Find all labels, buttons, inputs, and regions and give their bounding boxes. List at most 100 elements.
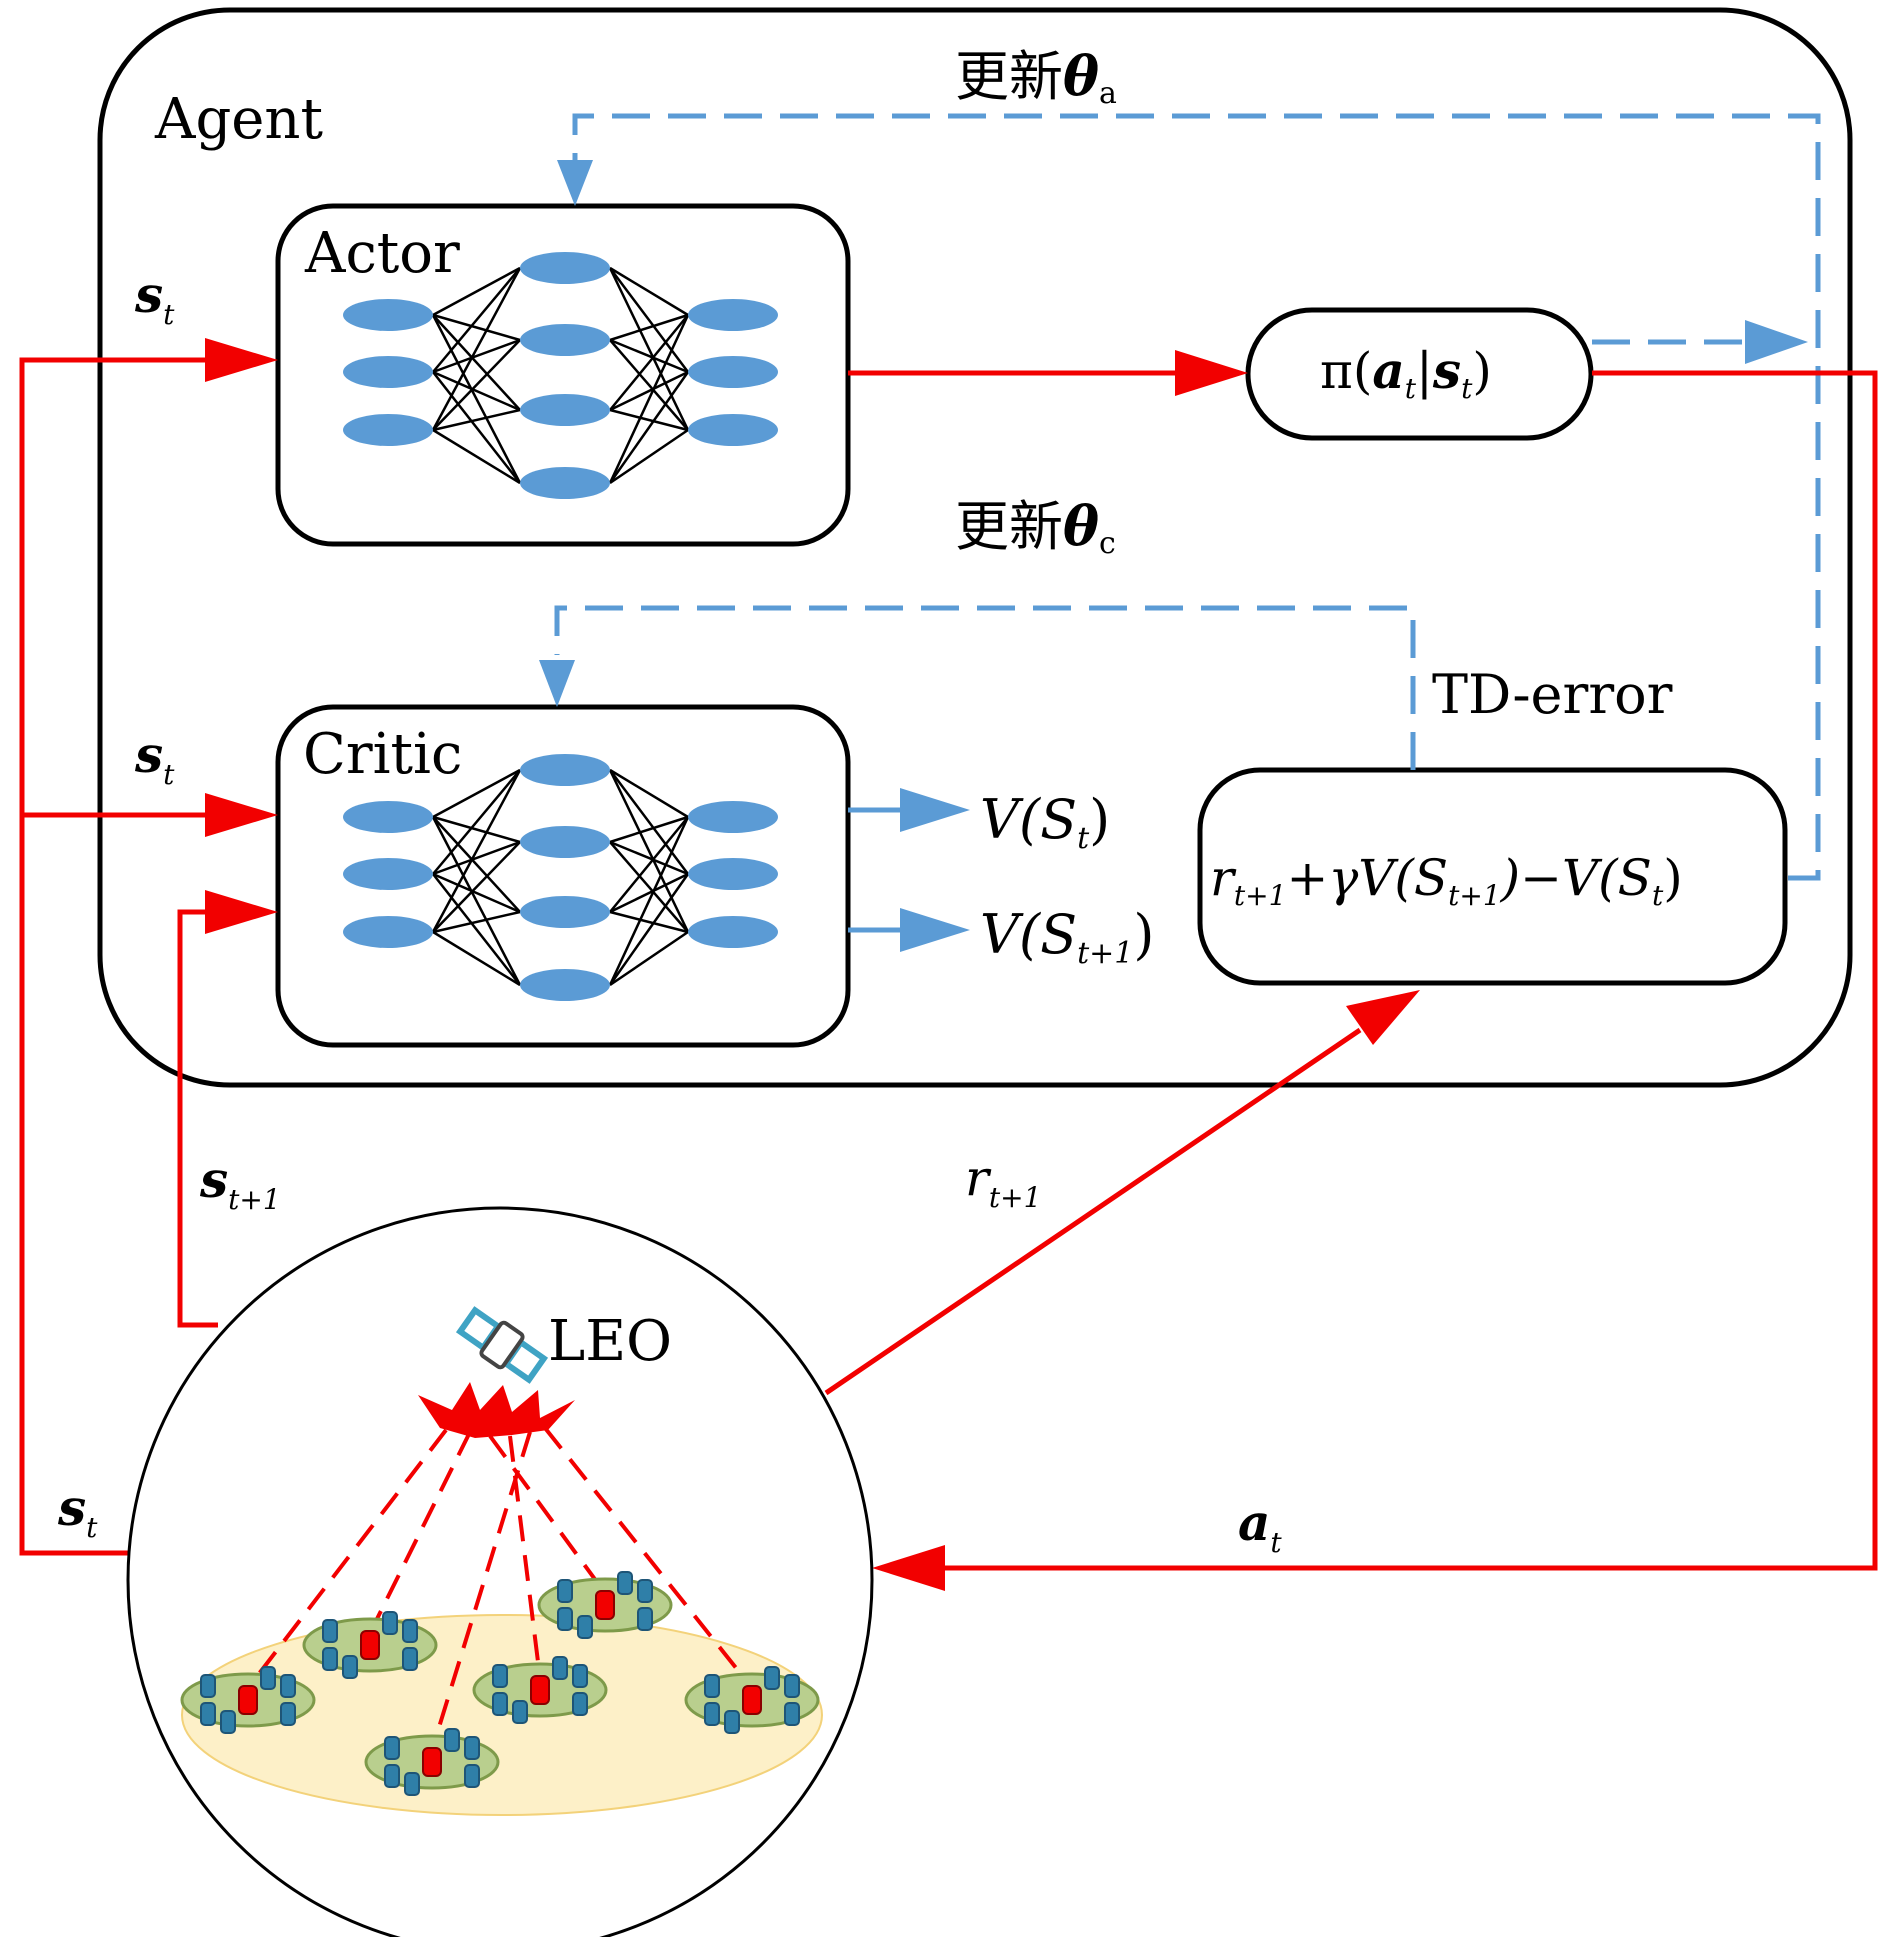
neuron-node — [343, 356, 433, 388]
blue-arrowheads — [539, 160, 1808, 707]
action-label: at — [1238, 1493, 1282, 1559]
user-terminal-icon — [704, 1674, 720, 1698]
arrowhead-st-to-critic — [205, 793, 278, 837]
user-terminal-icon — [617, 1571, 633, 1595]
cluster-head-icon — [530, 1675, 550, 1705]
network-connections — [431, 768, 690, 987]
user-clusters — [180, 1571, 820, 1796]
beam-line — [543, 1426, 754, 1690]
user-terminal-icon — [402, 1647, 418, 1671]
user-terminal-icon — [492, 1692, 508, 1716]
user-terminal-icon — [200, 1674, 216, 1698]
beam-line — [488, 1434, 607, 1595]
critic-neural-network — [343, 754, 778, 1001]
value-st-label: V(St) — [980, 788, 1110, 856]
policy-formula: π(at|st) — [1320, 341, 1492, 405]
cluster-head-icon — [238, 1685, 258, 1715]
neuron-node — [343, 414, 433, 446]
user-cluster — [180, 1666, 316, 1734]
neuron-node — [343, 916, 433, 948]
neuron-node — [520, 324, 610, 356]
beam-line — [246, 1428, 448, 1690]
neuron-node — [343, 299, 433, 331]
leo-label: LEO — [548, 1309, 672, 1374]
red-lines — [19, 357, 1878, 1571]
neuron-node — [520, 896, 610, 928]
user-terminal-icon — [220, 1710, 236, 1734]
user-terminal-icon — [402, 1619, 418, 1643]
arrowhead-to-policy — [1175, 350, 1248, 396]
user-terminal-icon — [280, 1674, 296, 1698]
user-terminal-icon — [444, 1728, 460, 1752]
user-terminal-icon — [384, 1736, 400, 1760]
user-terminal-icon — [322, 1647, 338, 1671]
user-cluster — [684, 1666, 820, 1734]
user-terminal-icon — [384, 1764, 400, 1788]
cluster-head-icon — [422, 1747, 442, 1777]
beam-line — [430, 1431, 532, 1751]
update-theta-a-label: 更新θa — [955, 44, 1117, 111]
neuron-node — [688, 414, 778, 446]
user-cluster — [472, 1656, 608, 1724]
user-terminal-icon — [552, 1656, 568, 1680]
environment-circle — [126, 1206, 874, 1937]
neuron-node — [520, 394, 610, 426]
arrowhead-to-actor — [557, 160, 593, 206]
user-terminal-icon — [557, 1579, 573, 1603]
red-arrowheads — [205, 338, 1420, 1591]
cluster-head-icon — [742, 1685, 762, 1715]
policy-box — [1245, 307, 1594, 441]
critic-label: Critic — [303, 722, 462, 787]
neuron-node — [688, 916, 778, 948]
neuron-node — [520, 252, 610, 284]
user-terminal-icon — [382, 1611, 398, 1635]
neuron-node — [688, 356, 778, 388]
arrowhead-st-to-actor — [205, 338, 278, 382]
agent-box — [97, 7, 1853, 1088]
actor-label: Actor — [304, 221, 460, 286]
satellite-icon — [455, 1306, 549, 1384]
user-terminal-icon — [260, 1666, 276, 1690]
neuron-node — [520, 467, 610, 499]
user-terminal-icon — [572, 1664, 588, 1688]
user-cluster — [302, 1611, 438, 1679]
user-terminal-icon — [492, 1664, 508, 1688]
critic-box — [275, 704, 851, 1048]
user-terminal-icon — [784, 1702, 800, 1726]
cluster-head-icon — [595, 1590, 615, 1620]
user-terminal-icon — [637, 1607, 653, 1631]
cluster-head-icon — [360, 1630, 380, 1660]
network-connections — [431, 266, 690, 485]
arrowhead-vst — [900, 788, 970, 832]
st-label-critic: st — [134, 725, 175, 791]
user-terminal-icon — [572, 1692, 588, 1716]
user-terminal-icon — [280, 1702, 296, 1726]
user-terminal-icon — [637, 1579, 653, 1603]
user-terminal-icon — [704, 1702, 720, 1726]
user-cluster — [537, 1571, 673, 1639]
blue-dashed-lines — [554, 113, 1821, 881]
neuron-node — [688, 801, 778, 833]
user-terminal-icon — [342, 1655, 358, 1679]
update-theta-c-label: 更新θc — [955, 494, 1116, 561]
neuron-node — [688, 299, 778, 331]
user-cluster — [364, 1728, 500, 1796]
st-label-env: st — [57, 1478, 98, 1544]
user-terminal-icon — [200, 1702, 216, 1726]
arrowhead-to-critic — [539, 660, 575, 707]
td-error-formula: rt+1+γV(St+1)−V(St) — [1210, 849, 1683, 912]
agent-label: Agent — [154, 87, 323, 152]
arrowhead-vst1 — [900, 908, 970, 952]
user-terminal-icon — [464, 1736, 480, 1760]
user-terminal-icon — [404, 1772, 420, 1796]
neuron-node — [520, 754, 610, 786]
user-terminal-icon — [577, 1615, 593, 1639]
neuron-node — [343, 801, 433, 833]
user-terminal-icon — [784, 1674, 800, 1698]
beam-lines — [246, 1426, 754, 1751]
value-st1-label: V(St+1) — [980, 903, 1154, 971]
user-terminal-icon — [322, 1619, 338, 1643]
arrowhead-st1-to-critic — [205, 890, 278, 934]
neuron-node — [520, 826, 610, 858]
